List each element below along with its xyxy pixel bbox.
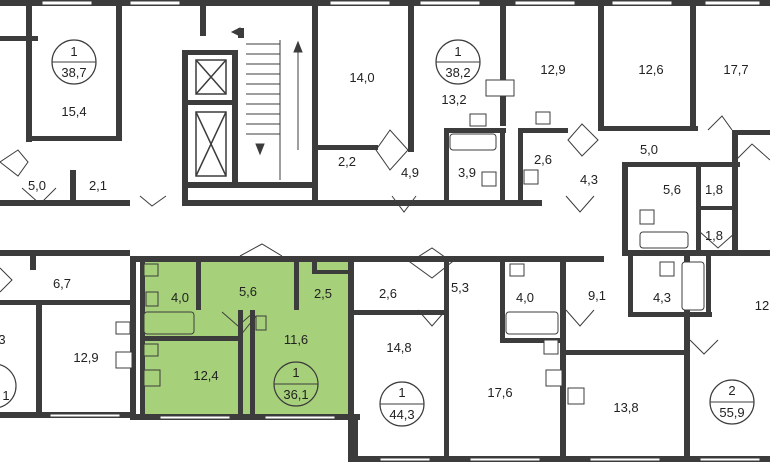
apartment-badge-bottom-middle[interactable]: 1 44,3 (379, 381, 425, 427)
room-area-label: 2,5 (314, 286, 332, 301)
room-area-label: 1,8 (705, 228, 723, 243)
room-area-label: 4,3 (653, 290, 671, 305)
room-area-label: 13,2 (441, 92, 466, 107)
apartment-badge-bottom-right[interactable]: 2 55,9 (709, 379, 755, 425)
svg-text:38,7: 38,7 (61, 65, 86, 80)
svg-text:2: 2 (728, 383, 735, 398)
elevator-shafts (195, 59, 227, 177)
room-area-label: 5,6 (239, 284, 257, 299)
staircase (230, 27, 303, 180)
svg-text:1: 1 (70, 44, 77, 59)
svg-text:1: 1 (454, 44, 461, 59)
apartment-badge-bottom-left-partial[interactable]: 1 (0, 364, 17, 408)
room-area-label: 12,9 (73, 350, 98, 365)
apartment-badge-selected[interactable]: 1 36,1 (273, 361, 319, 407)
room-area-label: 11,6 (284, 332, 308, 347)
room-area-label: 5,0 (640, 142, 658, 157)
room-area-label: 12,6 (638, 62, 663, 77)
fixtures (115, 79, 705, 405)
room-area-label: 6,7 (53, 276, 71, 291)
room-area-label: 12,4 (193, 368, 218, 383)
selected-apt-fixtures (143, 263, 267, 387)
room-area-label: 13,8 (613, 400, 638, 415)
room-area-label: 15,4 (61, 104, 86, 119)
room-area-label: 14,0 (349, 70, 374, 85)
room-area-label: 4,0 (171, 290, 189, 305)
room-area-label: 2,1 (89, 178, 107, 193)
room-area-label: 14,8 (386, 340, 411, 355)
apartment-badge-top-left[interactable]: 1 38,7 (51, 39, 97, 85)
room-area-label: 9,1 (588, 288, 606, 303)
room-area-label: 2,2 (338, 154, 356, 169)
doors (0, 115, 770, 355)
svg-text:55,9: 55,9 (719, 405, 744, 420)
room-area-label: 17,7 (723, 62, 748, 77)
svg-text:38,2: 38,2 (445, 65, 470, 80)
svg-text:44,3: 44,3 (389, 407, 414, 422)
room-area-label: 12,9 (540, 62, 565, 77)
apartment-badge-top-middle[interactable]: 1 38,2 (435, 39, 481, 85)
room-area-label: 2,6 (534, 152, 552, 167)
room-area-label: 4,0 (516, 290, 534, 305)
room-area-label: 3 (0, 332, 6, 347)
room-area-label: 5,6 (663, 182, 681, 197)
room-area-label: 17,6 (487, 385, 512, 400)
room-area-label: 1,8 (705, 182, 723, 197)
room-area-label: 4,9 (401, 165, 419, 180)
svg-text:1: 1 (2, 388, 9, 403)
room-area-label: 4,3 (580, 172, 598, 187)
room-labels: 15,4 14,0 13,2 12,9 12,6 17,7 2,2 4,9 3,… (0, 62, 769, 415)
windows (41, 0, 761, 462)
room-area-label: 2,6 (379, 286, 397, 301)
svg-text:1: 1 (398, 385, 405, 400)
svg-text:36,1: 36,1 (283, 387, 308, 402)
svg-text:1: 1 (292, 365, 299, 380)
room-area-label: 5,3 (451, 280, 469, 295)
room-area-label: 12 (755, 298, 769, 313)
room-area-label: 5,0 (28, 178, 46, 193)
room-area-label: 3,9 (458, 165, 476, 180)
